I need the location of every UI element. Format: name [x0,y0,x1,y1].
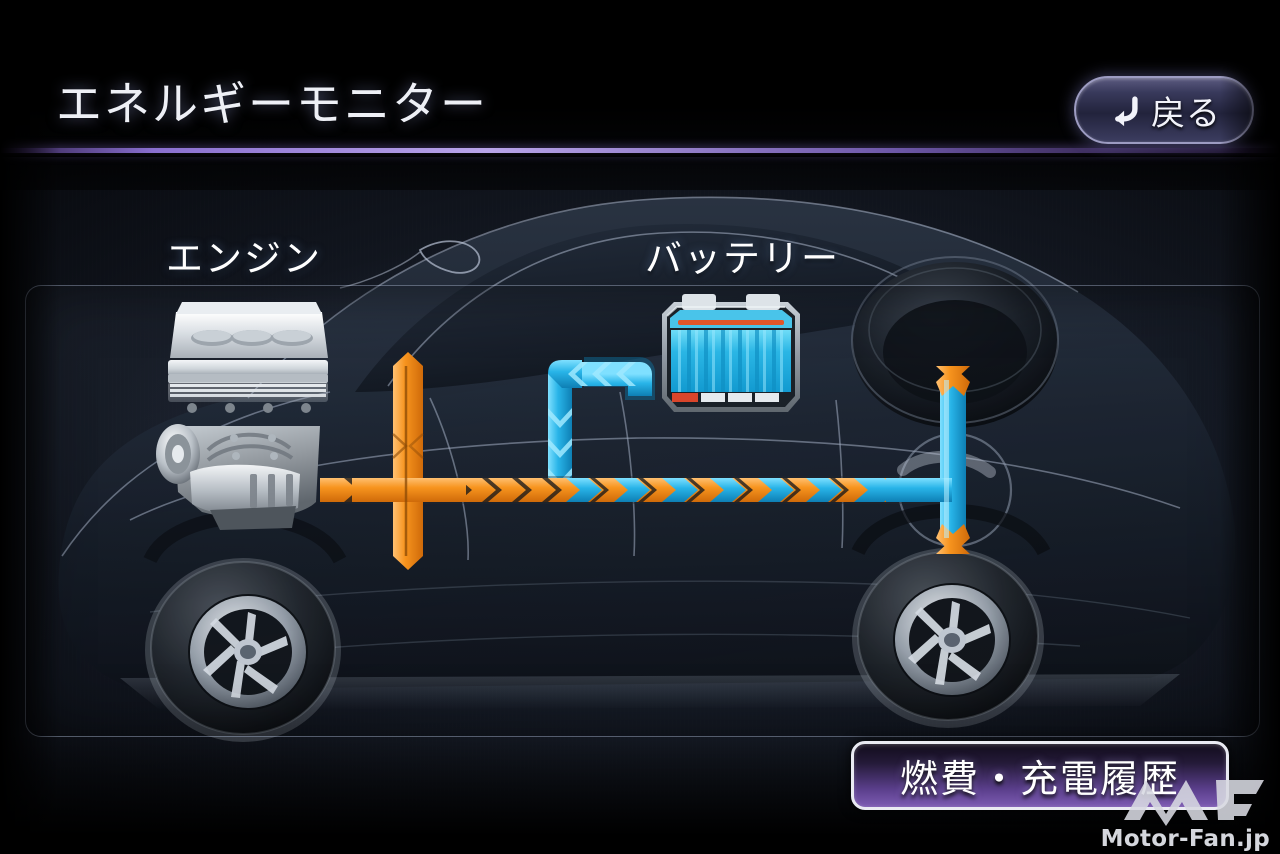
page-title: エネルギーモニター [56,77,488,131]
watermark-logo [1104,768,1272,850]
battery-icon [650,292,812,427]
watermark-text: Motor-Fan.jp [1100,826,1270,852]
back-button-label: 戻る [1151,93,1221,134]
header-backdrop [0,0,1280,190]
engine-label: エンジン [166,237,322,280]
right-vignette [1220,0,1280,854]
wheel-drive-bar [862,366,970,554]
history-button[interactable]: 燃費・充電履歴 [851,741,1229,810]
battery-label: バッテリー [645,237,840,280]
left-vignette [0,0,60,854]
title-divider-shadow [0,153,1280,157]
power-split-cross [352,352,466,570]
battery-feed-pipe [548,357,655,496]
undo-arrow-icon [1115,96,1138,127]
history-button-label: 燃費・充電履歴 [899,757,1180,801]
engine-icon [150,296,348,534]
title-divider [0,148,1280,153]
